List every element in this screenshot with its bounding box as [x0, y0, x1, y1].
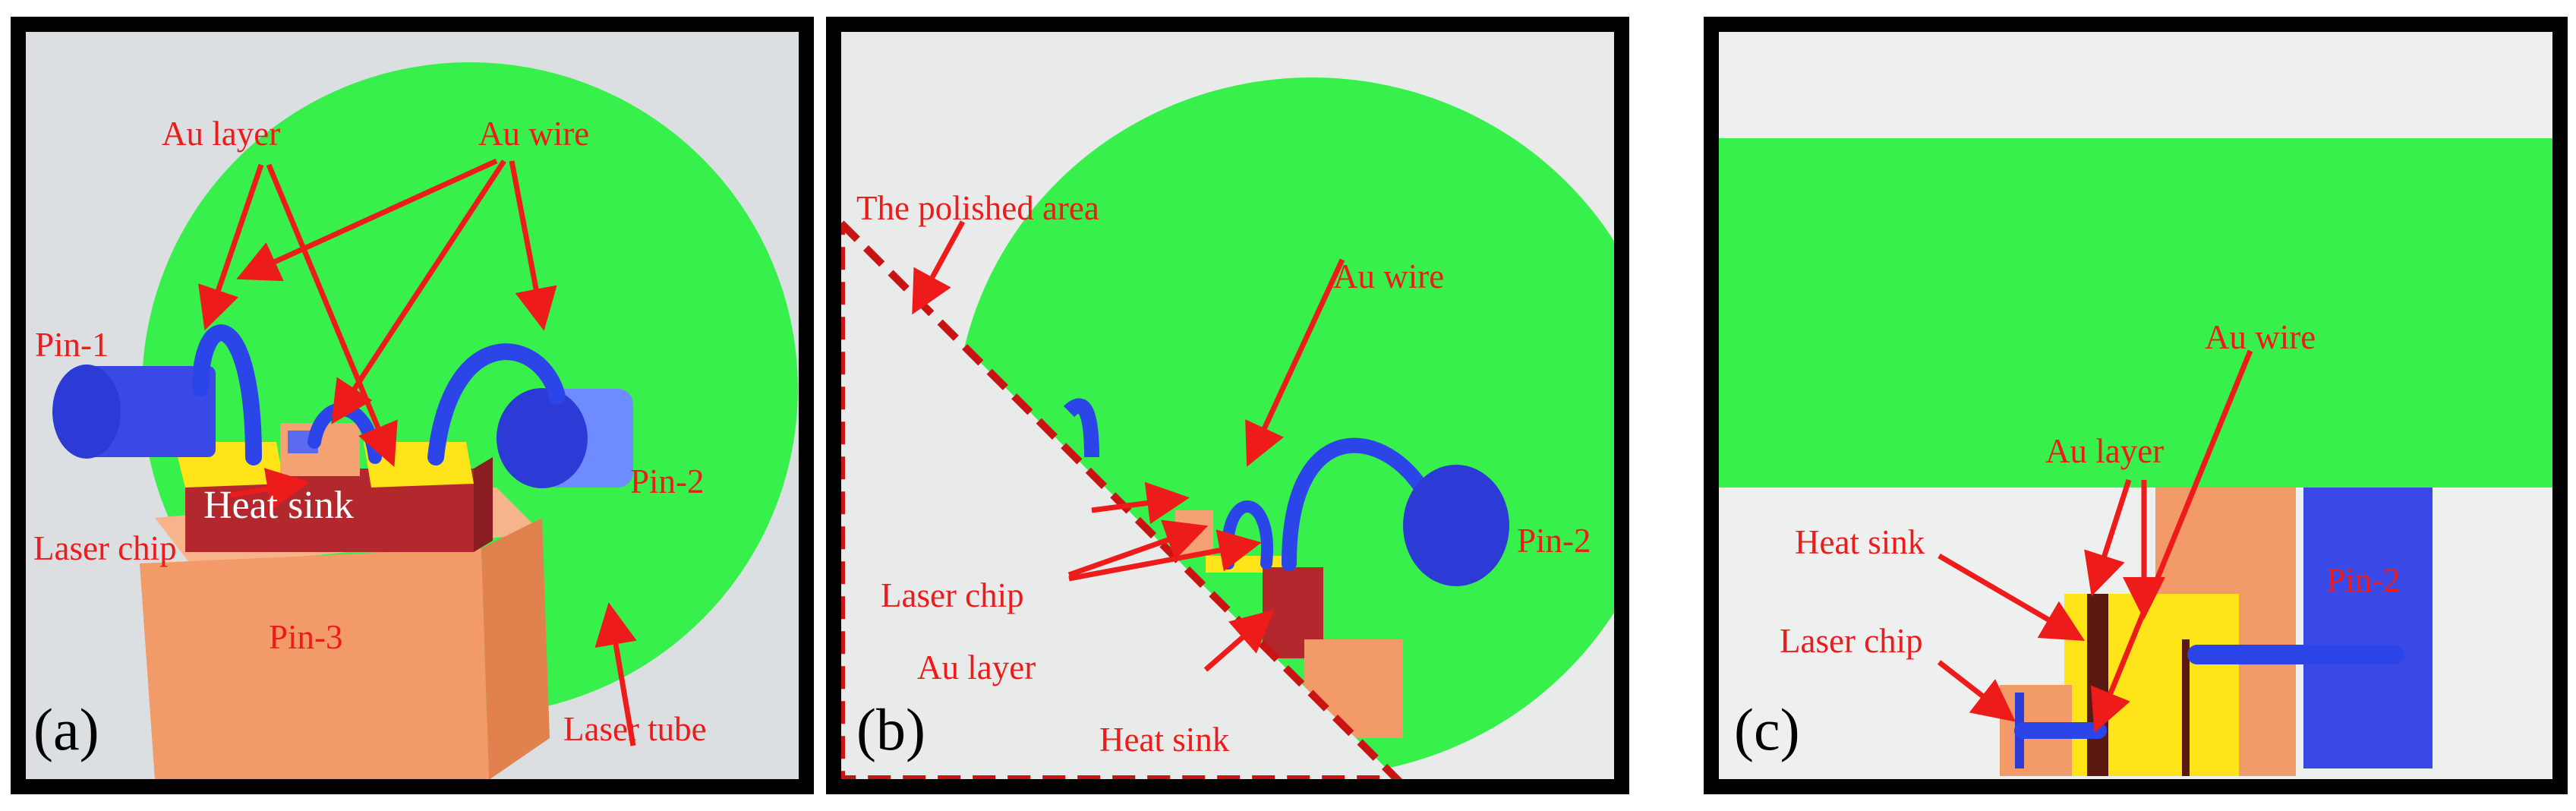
au-wire-pin2 — [427, 343, 566, 465]
label-heat-sink: Heat sink — [203, 484, 354, 527]
pin-3-block-side — [481, 518, 550, 779]
heat-sink-side — [474, 457, 493, 552]
pin-1-cylinder — [87, 366, 216, 457]
label-heat-sink: Heat sink — [1099, 721, 1230, 759]
pin-3-block — [1304, 639, 1403, 738]
panel-letter-c: (c) — [1734, 696, 1800, 762]
label-au-wire: Au wire — [478, 115, 590, 153]
heat-sink-strip — [2087, 594, 2108, 776]
label-pin-2: Pin-2 — [1517, 522, 1591, 560]
panel-b-illustration — [841, 77, 1614, 779]
label-pin-3: Pin-3 — [269, 618, 343, 656]
label-polished-area: The polished area — [856, 189, 1099, 227]
label-laser-tube: Laser tube — [563, 710, 707, 748]
pin-2-cylinder — [1403, 465, 1509, 586]
label-au-wire: Au wire — [1333, 257, 1445, 295]
panel-c: Au wire Au layer Heat sink Laser chip Pi… — [1704, 17, 2568, 794]
label-laser-chip: Laser chip — [33, 529, 177, 567]
label-laser-chip: Laser chip — [1780, 622, 1923, 660]
au-wire-pin2 — [1282, 437, 1433, 571]
panel-letter-b: (b) — [856, 696, 925, 762]
panel-a-illustration — [52, 62, 798, 779]
label-heat-sink: Heat sink — [1795, 523, 1925, 561]
pin-3-block-front — [140, 548, 489, 779]
panel-a: Au layer Au wire Pin-1 Pin-2 Heat sink L… — [11, 17, 814, 794]
panel-c-illustration — [1719, 138, 2552, 776]
label-au-layer: Au layer — [917, 648, 1036, 686]
pin-2-cylinder — [2303, 488, 2433, 768]
label-pin-2: Pin-2 — [2326, 561, 2401, 599]
panel-b: The polished area Au wire Pin-2 Laser ch… — [826, 17, 1629, 794]
label-pin-1: Pin-1 — [35, 326, 109, 364]
label-pin-2: Pin-2 — [630, 462, 705, 500]
au-wire-pin1 — [192, 324, 262, 465]
label-au-layer: Au layer — [2045, 432, 2165, 470]
label-au-layer: Au layer — [162, 115, 281, 153]
panel-letter-a: (a) — [33, 696, 99, 762]
laser-tube-band — [1719, 138, 2552, 488]
label-au-wire: Au wire — [2205, 318, 2316, 356]
label-laser-chip: Laser chip — [881, 576, 1024, 614]
polished-area-outline — [841, 220, 1403, 779]
